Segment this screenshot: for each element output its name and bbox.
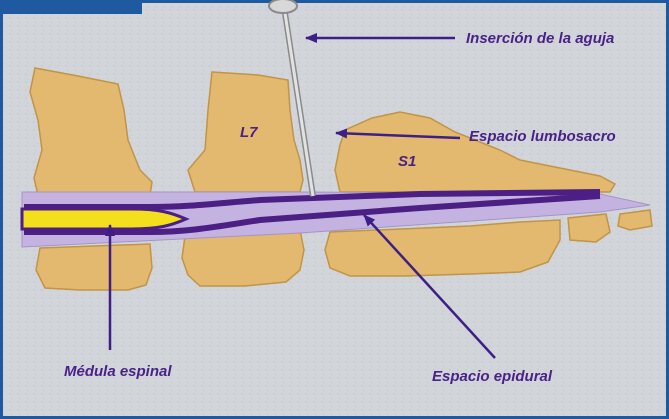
label-epidural-space: Espacio epidural bbox=[432, 368, 553, 385]
frame-corner-tab bbox=[0, 0, 142, 14]
label-spinal-cord: Médula espinal bbox=[64, 363, 172, 380]
vertebra-lower-tail-2 bbox=[618, 210, 652, 230]
label-lumbosacral-space: Espacio lumbosacro bbox=[469, 128, 616, 145]
spinal-cord bbox=[22, 209, 186, 229]
vertebra-lower-left bbox=[36, 244, 152, 290]
label-needle-insertion: Inserción de la aguja bbox=[466, 30, 614, 47]
label-s1: S1 bbox=[398, 153, 416, 170]
label-l7: L7 bbox=[240, 124, 258, 141]
